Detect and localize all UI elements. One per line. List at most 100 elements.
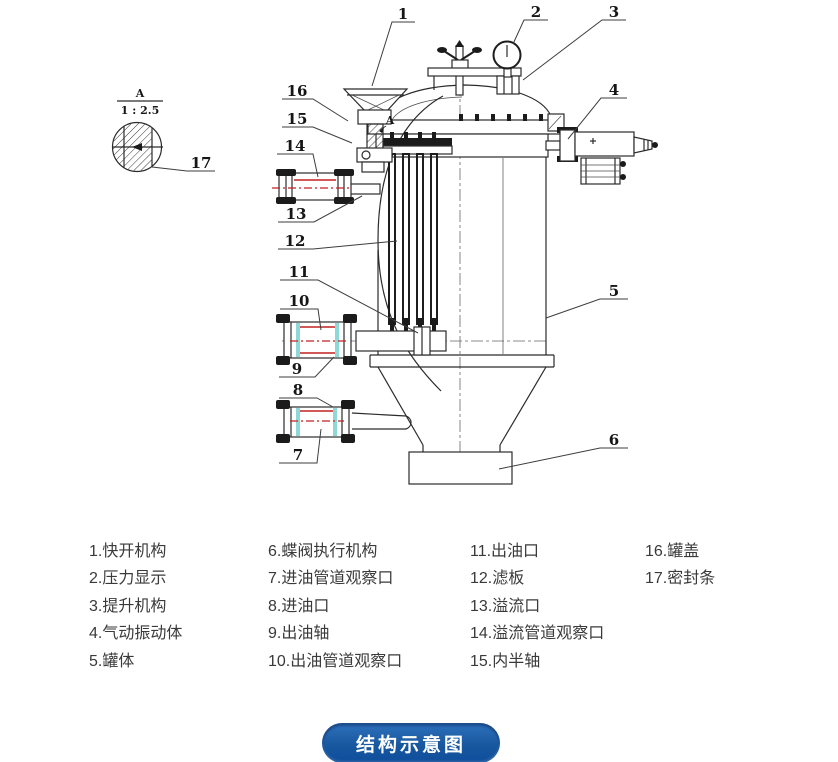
leader-15 — [282, 126, 353, 144]
plate-bars — [388, 153, 438, 321]
structure-diagram: A 1 : 2.5 — [111, 3, 658, 485]
glass-b-clamp-tr — [343, 314, 357, 323]
wing-right — [460, 50, 476, 61]
legend-item: 6.蝶阀执行机构 — [268, 543, 378, 560]
threaded-shaft — [366, 123, 384, 151]
legend-column-2: 6.蝶阀执行机构 7.进油管道观察口 8.进油口 9.出油轴 10.出油管道观察… — [268, 538, 402, 675]
leader-11 — [280, 279, 419, 334]
cutaway-curve — [377, 95, 444, 392]
glass-c-teal-right — [333, 408, 337, 436]
legend-item: 8.进油口 — [268, 597, 330, 615]
glass-c-body — [283, 406, 350, 438]
rod-tip — [455, 40, 464, 47]
legend-item: 2.压力显示 — [89, 570, 167, 588]
legend-item: 11.出油口 — [470, 543, 540, 560]
leader-2 — [512, 19, 548, 45]
glass-a-clamp-tl — [276, 169, 296, 176]
legend-item: 17.密封条 — [645, 570, 716, 588]
rim-lip-diag — [548, 115, 562, 130]
leader-4 — [567, 97, 627, 140]
section-a-arrowhead — [379, 128, 384, 133]
glass-a-body — [278, 172, 352, 201]
callout-16: 16 — [287, 82, 308, 100]
cone-right — [499, 366, 547, 446]
vibrator-nozzle — [633, 136, 653, 154]
leader-12 — [278, 240, 398, 250]
wing-left-tip — [437, 47, 447, 53]
overflow-pipe — [349, 183, 381, 195]
wing-left — [443, 50, 459, 61]
detail-scale-text: 1 : 2.5 — [121, 104, 160, 117]
leader-16 — [282, 98, 349, 122]
legend-item: 3.提升机构 — [89, 597, 167, 615]
leader-9 — [279, 356, 335, 378]
cyl-knob2 — [620, 174, 626, 180]
leader-10 — [280, 308, 322, 331]
glass-c-clamp-tl — [276, 400, 290, 409]
legend-item: 10.出油管道观察口 — [268, 652, 403, 670]
section-a-marker: A — [385, 114, 395, 127]
legend-item: 9.出油轴 — [268, 625, 330, 643]
funnel-cup — [342, 88, 409, 113]
butterfly-valve-box — [408, 451, 513, 485]
structure-diagram-button[interactable]: 结构示意图 — [322, 723, 500, 762]
cyl-knob1 — [620, 161, 626, 167]
outlet-pipe — [355, 326, 447, 356]
glass-b-body — [283, 321, 352, 359]
plate-header-top — [383, 138, 452, 146]
pressure-gauge — [492, 40, 522, 95]
glass-a-clamp-bl — [276, 197, 296, 204]
leader-14 — [277, 153, 319, 178]
glass-c-clamp-tr — [341, 400, 355, 409]
callout-4: 4 — [609, 81, 619, 99]
plate-nipples — [390, 132, 436, 138]
nozzle-tip — [652, 142, 658, 148]
glass-b-clamp-br — [343, 356, 357, 365]
filter-plates — [382, 132, 453, 332]
flange-bolts — [459, 114, 543, 121]
callout-5: 5 — [609, 282, 619, 300]
callout-14: 14 — [285, 137, 306, 155]
detail-view-seal: A 1 : 2.5 — [111, 87, 163, 173]
overflow-pipe-body — [349, 183, 381, 195]
glass-b-clamp-bl — [276, 356, 290, 365]
glass-b-teal-right — [335, 323, 339, 357]
wing-right-tip — [472, 47, 482, 53]
gauge-dial — [492, 40, 522, 70]
callout-10: 10 — [289, 292, 310, 310]
callout-7: 7 — [293, 446, 303, 464]
leader-3 — [522, 19, 626, 81]
callout-11: 11 — [289, 263, 310, 281]
callout-8: 8 — [293, 381, 303, 399]
callout-numbers: 1 2 3 4 5 6 7 8 9 10 11 12 13 14 15 16 1… — [191, 3, 620, 464]
legend-item: 16.罐盖 — [645, 543, 700, 560]
legend-column-3: 11.出油口 12.滤板 13.溢流口 14.溢流管道观察口 15.内半轴 — [470, 538, 604, 675]
rim-lip — [547, 113, 565, 132]
vibrator-plate — [559, 129, 576, 162]
legend-item: 12.滤板 — [470, 570, 525, 588]
legend-column-4: 16.罐盖 17.密封条 — [645, 538, 715, 593]
lid-beam — [427, 67, 522, 77]
sight-glass-overflow — [272, 169, 354, 204]
inlet-pipe-body — [351, 412, 412, 430]
detail-view-label: A — [135, 87, 145, 100]
bracket-foot — [361, 161, 385, 173]
callout-17: 17 — [191, 154, 212, 172]
glass-c-teal-left — [296, 408, 300, 436]
vibrator-block — [574, 131, 635, 157]
inlet-pipe — [351, 412, 412, 430]
leader-7 — [279, 428, 322, 464]
leader-5 — [545, 298, 628, 319]
leader-1 — [371, 21, 415, 87]
legend-item: 13.溢流口 — [470, 597, 541, 615]
pneumatic-vibrator — [545, 113, 658, 185]
glass-a-clamp-tr — [334, 169, 354, 176]
gauge-bracket — [496, 75, 520, 95]
bracket-bolt — [361, 150, 371, 160]
leader-8 — [279, 397, 334, 408]
cone-left — [377, 366, 424, 446]
sight-glass-inlet — [276, 400, 355, 443]
legend-column-1: 1.快开机构 2.压力显示 3.提升机构 4.气动振动体 5.罐体 — [89, 538, 182, 675]
legend-item: 4.气动振动体 — [89, 625, 183, 643]
